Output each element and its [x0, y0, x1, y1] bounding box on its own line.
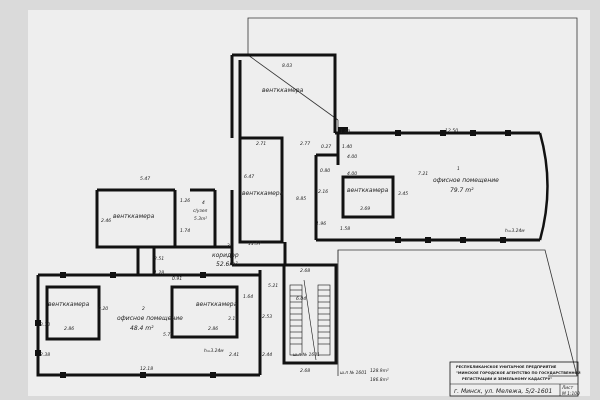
dim-020: 0.20: [98, 306, 108, 312]
stamp-area-186: 186.8m²: [370, 377, 389, 383]
title-block: РЕСПУБЛИКАНСКОЕ УНИТАРНОЕ ПРЕДПРИЯТИЕ "М…: [449, 361, 581, 397]
dim-1250: 12.50: [445, 128, 458, 134]
sheet: [28, 10, 590, 396]
dim-126: 1.26: [180, 198, 190, 204]
stamp-unit: ш.п № 1601: [340, 370, 367, 376]
dim-268a: 2.68: [300, 268, 310, 274]
corridor-area: 52.6m²: [216, 261, 238, 268]
dim-128: 1.28: [154, 270, 164, 276]
terrace-outline: [247, 17, 578, 377]
dim-547: 5.47: [140, 176, 150, 182]
dim-216: 2.16: [318, 189, 328, 195]
office1-number: 1: [457, 166, 460, 172]
room-label-vent-center: вентккамера: [347, 187, 389, 194]
dim-246: 2.46: [101, 218, 111, 224]
office2-number: 2: [142, 306, 145, 312]
title-address: г. Минск, ул. Мележа, 5/2-1601: [454, 388, 552, 395]
dim-286a: 2.86: [64, 326, 74, 332]
room-label-vent-left: вентккамера: [113, 213, 155, 220]
title-scale: М 1:100: [562, 391, 580, 397]
dim-400b: 4.00: [347, 171, 357, 177]
dim-160: 1.60: [340, 129, 350, 135]
window-marks: [35, 127, 511, 378]
dim-521: 5.21: [268, 283, 278, 289]
office2-area: 48.4 m²: [130, 325, 154, 332]
title-line-3: РЕГИСТРАЦИИ И ЗЕМЕЛЬНОМУ КАДАСТРУ": [462, 377, 552, 381]
dim-268b: 2.68: [300, 368, 310, 374]
dim-241: 2.41: [229, 352, 239, 358]
dim-345: 3.45: [398, 191, 408, 197]
su-number: 4: [202, 200, 205, 206]
dim-196: 1.96: [316, 221, 326, 227]
office2-height: h=3.24м: [204, 348, 224, 354]
dim-286b: 2.86: [208, 326, 218, 332]
dim-253: 2.53: [262, 314, 272, 320]
dim-1218: 12.18: [140, 366, 153, 372]
curved-wall: [538, 132, 549, 241]
dim-238: 2.38: [40, 352, 50, 358]
dim-400a: 4.00: [347, 154, 357, 160]
title-line-1: РЕСПУБЛИКАНСКОЕ УНИТАРНОЕ ПРЕДПРИЯТИЕ: [456, 365, 557, 369]
dim-277: 2.77: [300, 141, 310, 147]
dim-174: 1.74: [180, 228, 190, 234]
office1-area: 79.7 m²: [450, 187, 474, 194]
dim-164: 1.64: [243, 294, 253, 300]
dim-027: 0.27: [321, 144, 331, 150]
dim-721: 7.21: [418, 171, 428, 177]
dim-244: 2.44: [262, 352, 272, 358]
dim-158: 1.58: [340, 226, 350, 232]
dim-271: 2.71: [256, 141, 266, 147]
room-label-vent-top: вентккамера: [262, 87, 304, 94]
dim-1157: 11.57: [248, 241, 261, 247]
dim-803: 8.03: [282, 63, 292, 69]
office1-label: офисное помещение: [433, 177, 499, 184]
title-line-2: "МИНСКОЕ ГОРОДСКОЕ АГЕНТСТВО ПО ГОСУДАРС…: [456, 370, 581, 375]
dim-251: 2.51: [154, 256, 164, 262]
room-label-vent-mid: вентккамера: [242, 190, 284, 197]
dim-885: 8.85: [296, 196, 306, 202]
dim-080: 0.80: [320, 168, 330, 174]
room-label-vent-bottom-right: вентккамера: [196, 301, 238, 308]
dim-369: 3.69: [360, 206, 370, 212]
corridor-number: 3: [227, 243, 230, 249]
stamp-unit-stair: ш.п № 1601: [293, 352, 320, 358]
stamp-area-128: 128.9m²: [370, 368, 389, 374]
dim-575: 5.75: [163, 332, 173, 338]
dim-310: 3.10: [40, 322, 50, 328]
dim-140: 1.40: [342, 144, 352, 150]
title-sheet: Лист: [561, 385, 574, 391]
room-label-vent-bottom-left: вентккамера: [48, 301, 90, 308]
dim-604: 6.04: [296, 296, 306, 302]
su-label: с/узел: [193, 208, 208, 214]
su-area: 5.3m²: [194, 216, 207, 222]
dim-311: 3.11: [228, 316, 238, 322]
staircase: [289, 279, 331, 361]
dim-091: 0.91: [172, 276, 182, 282]
office1-height: h=3.24м: [505, 228, 525, 234]
office2-label: офисное помещение: [117, 315, 183, 322]
dim-647: 6.47: [244, 174, 254, 180]
corridor-label: коридор: [212, 252, 239, 259]
